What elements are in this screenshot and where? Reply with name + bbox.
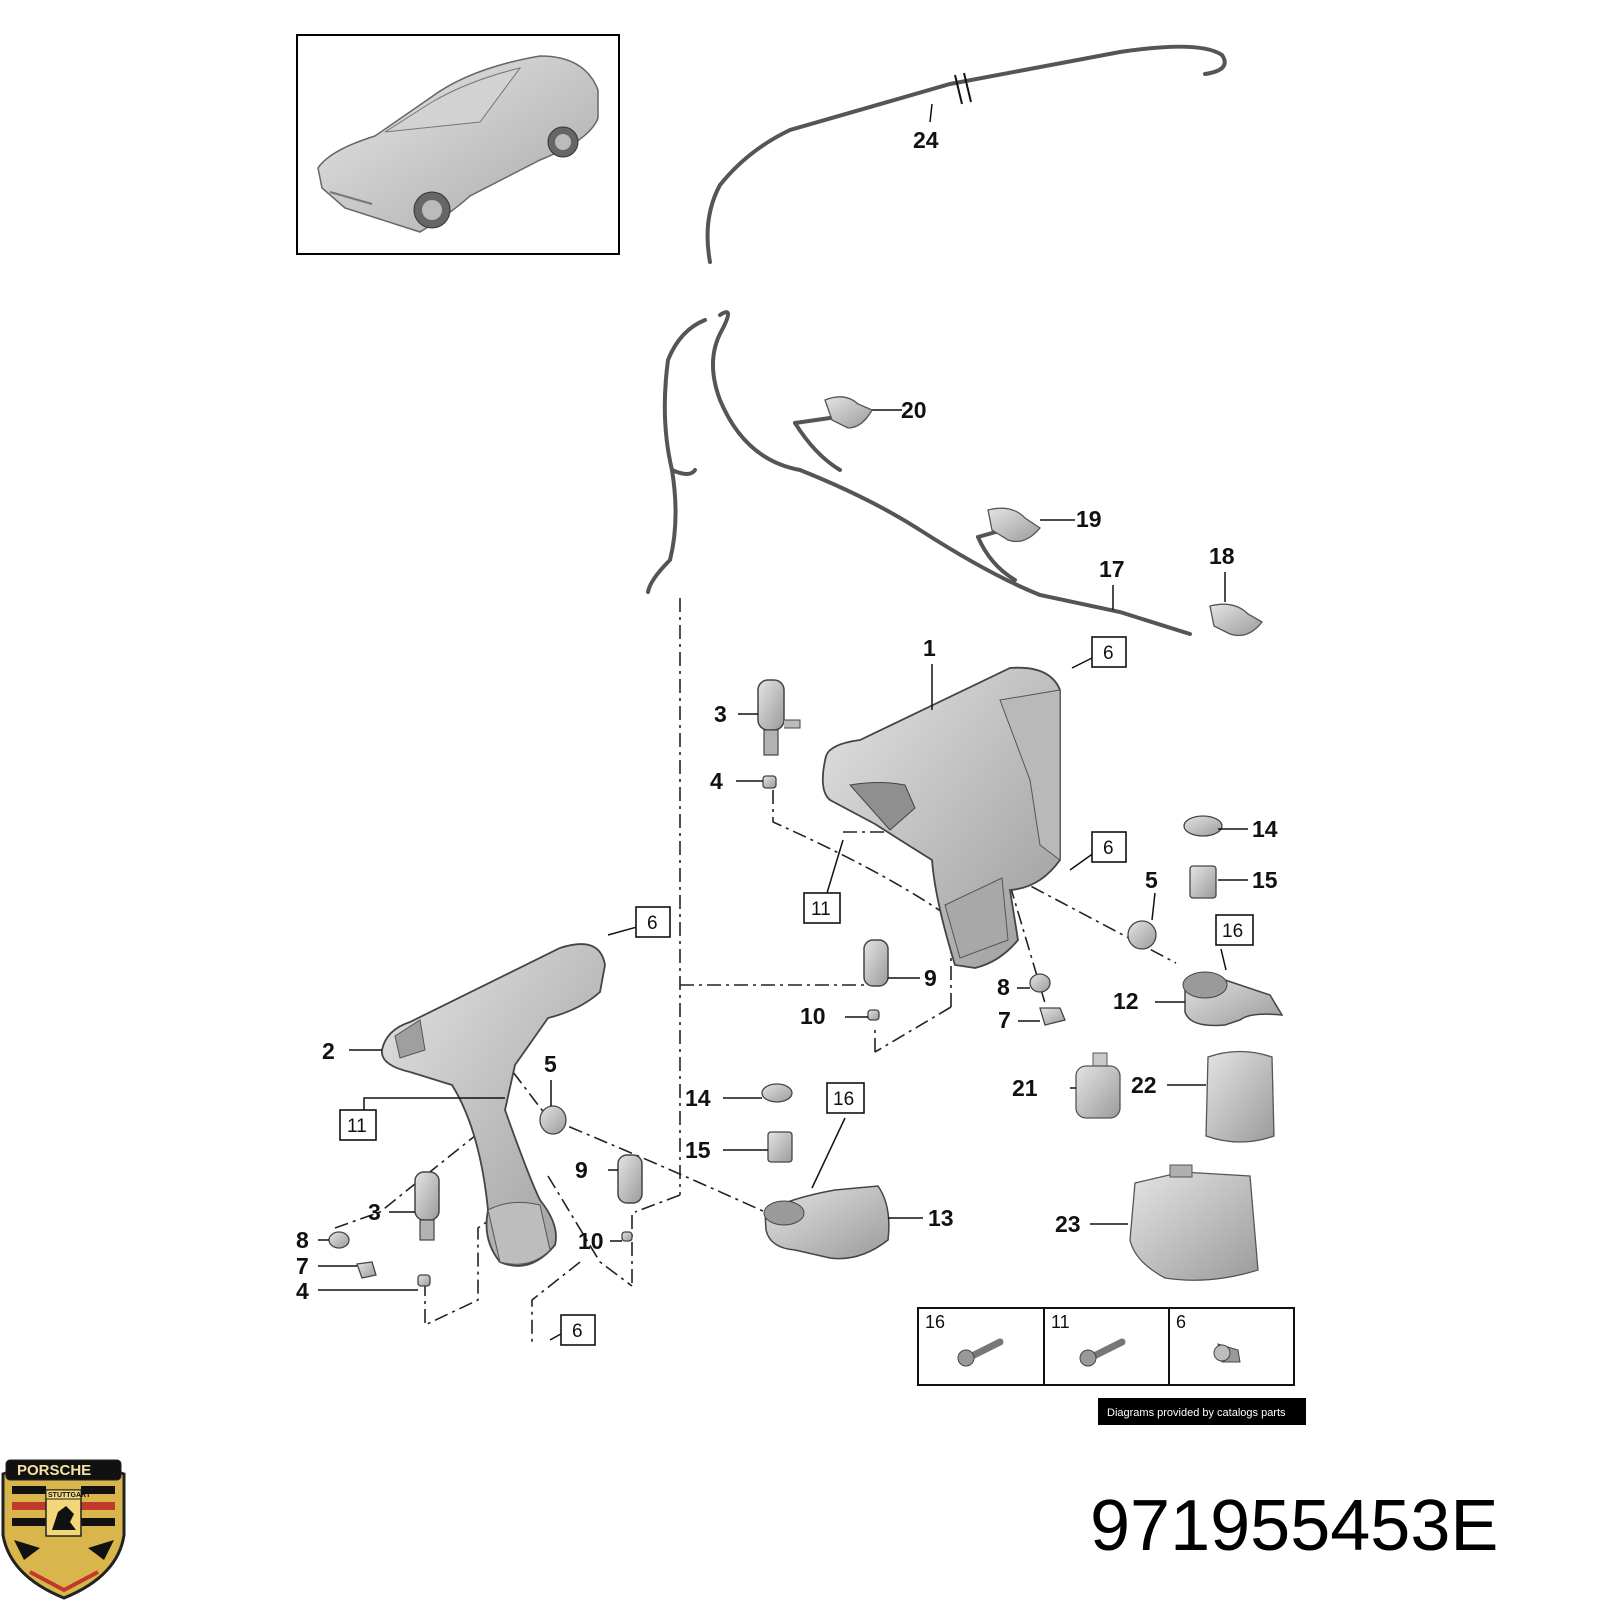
bolt-11-icon (1079, 1338, 1126, 1367)
ref-box-16: 16 (1222, 921, 1243, 942)
logo-subtext: STUTTGART (48, 1492, 91, 1499)
callout-15: 15 (1252, 867, 1278, 893)
legend-ref-11: 11 (1051, 1312, 1070, 1332)
part-number: 971955453E (1090, 1486, 1498, 1566)
ref-box-11: 11 (811, 899, 831, 920)
callout-14: 14 (1252, 816, 1278, 842)
caps-strainers (761, 815, 1223, 1163)
ref-box-6: 6 (572, 1321, 583, 1342)
callout-8: 8 (296, 1227, 309, 1253)
pump-3-lower (414, 1171, 440, 1241)
hose-break-mark (954, 72, 972, 105)
callout-7: 7 (998, 1007, 1011, 1033)
bottle-22 (1205, 1050, 1275, 1143)
nozzle-18 (1209, 603, 1263, 637)
ref-box-11: 11 (347, 1116, 367, 1137)
callout-8: 8 (997, 974, 1010, 1000)
callout-5: 5 (1145, 867, 1158, 893)
callout-1: 1 (923, 635, 936, 661)
canister-23 (1129, 1164, 1259, 1281)
nozzle-19 (987, 507, 1041, 543)
car-thumbnail (296, 34, 620, 255)
callout-14: 14 (685, 1085, 711, 1111)
callout-17: 17 (1099, 556, 1125, 582)
pump-3-upper (757, 679, 801, 756)
ref-box-6: 6 (1103, 643, 1114, 664)
callout-5: 5 (544, 1051, 557, 1077)
reservoir-1 (821, 666, 1061, 969)
callout-23: 23 (1055, 1211, 1081, 1237)
callout-2: 2 (322, 1038, 335, 1064)
filler-neck-12 (1182, 971, 1284, 1027)
credit-banner: Diagrams provided by catalogs parts (1098, 1398, 1306, 1425)
callout-9: 9 (924, 965, 937, 991)
bottle-21 (1075, 1052, 1121, 1119)
small-parts (328, 775, 1157, 1287)
pump-9-upper (863, 939, 889, 987)
callout-4: 4 (296, 1278, 309, 1304)
leader-lines (318, 103, 1248, 1341)
callout-4: 4 (710, 768, 723, 794)
ref-box-6: 6 (647, 913, 658, 934)
legend-ref-6: 6 (1176, 1312, 1186, 1332)
fastener-legend: 16 11 6 (917, 1307, 1295, 1386)
callout-7: 7 (296, 1253, 309, 1279)
callout-15: 15 (685, 1137, 711, 1163)
reference-boxes: 6 6 11 16 6 11 16 6 (339, 636, 1254, 1346)
callout-13: 13 (928, 1205, 954, 1231)
logo-text: PORSCHE (17, 1462, 91, 1479)
callout-21: 21 (1012, 1075, 1038, 1101)
brand-logo: PORSCHE STUTTGART (1, 1459, 126, 1600)
callout-24: 24 (913, 127, 939, 153)
bolt-16-icon (957, 1338, 1004, 1367)
nozzle-20 (824, 396, 873, 429)
nut-6-icon (1213, 1343, 1241, 1363)
reservoir-2 (381, 943, 606, 1267)
filler-neck-13 (763, 1185, 890, 1260)
legend-ref-16: 16 (925, 1312, 945, 1332)
callout-10: 10 (578, 1228, 604, 1254)
callout-labels: 24 20 19 17 18 1 3 4 14 15 5 9 10 8 7 12… (296, 127, 1278, 1304)
callout-22: 22 (1131, 1072, 1157, 1098)
callout-3: 3 (368, 1199, 381, 1225)
callout-20: 20 (901, 397, 927, 423)
ref-box-16: 16 (833, 1089, 854, 1110)
washer-hoses (646, 44, 1227, 636)
callout-12: 12 (1113, 988, 1139, 1014)
callout-19: 19 (1076, 506, 1102, 532)
callout-9: 9 (575, 1157, 588, 1183)
callout-10: 10 (800, 1003, 826, 1029)
callout-3: 3 (714, 701, 727, 727)
callout-18: 18 (1209, 543, 1235, 569)
credit-text: Diagrams provided by catalogs parts (1107, 1407, 1286, 1419)
ref-box-6: 6 (1103, 838, 1114, 859)
pump-9-lower (617, 1154, 643, 1204)
